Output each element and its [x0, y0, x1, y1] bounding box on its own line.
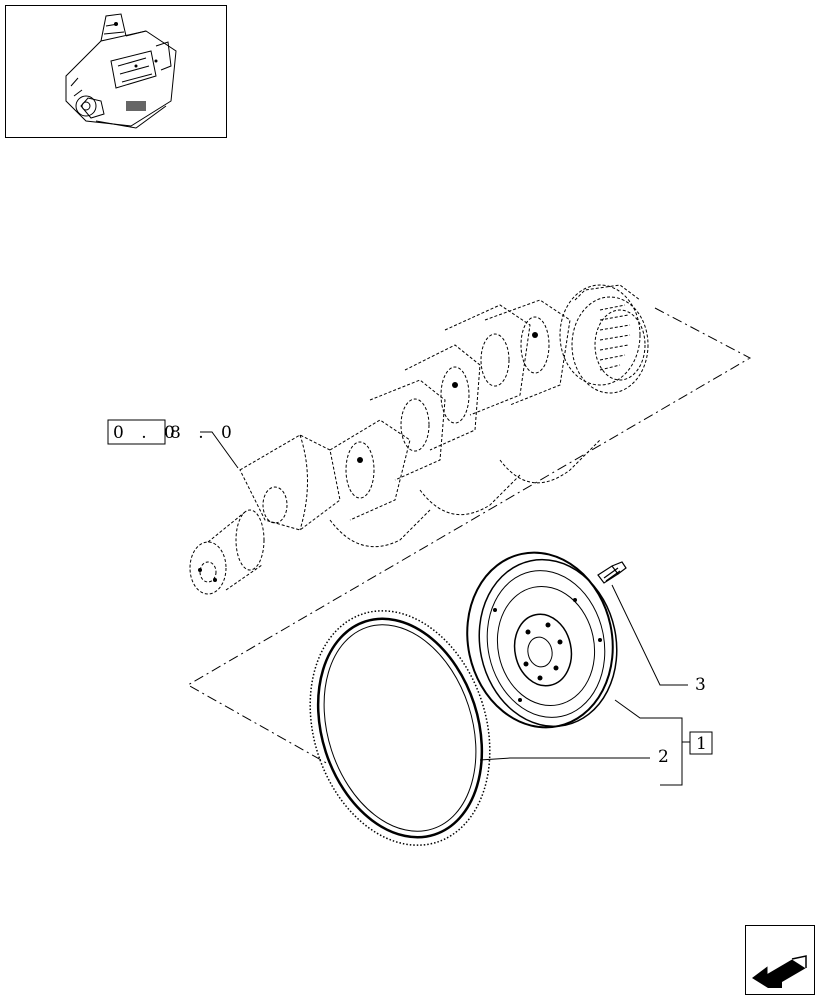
engine-thumbnail-icon [65, 13, 177, 129]
flywheel [466, 551, 618, 729]
assembly-axis-lines [186, 307, 752, 766]
flywheel-bolt [597, 561, 627, 584]
leader-lines [479, 584, 690, 786]
next-page-button[interactable] [745, 925, 815, 995]
callout-part-1-box[interactable]: 1 [689, 731, 713, 755]
ring-gear [309, 610, 491, 846]
crankshaft-reference [189, 284, 649, 595]
callout-part-2[interactable]: 2 [658, 747, 669, 767]
callout-part-1: 1 [696, 734, 707, 754]
crankshaft-oil-holes [198, 332, 538, 582]
flywheel-bolt-holes [493, 598, 602, 702]
reference-label-text: 0 . 0 [113, 423, 181, 443]
reference-leader-line [200, 431, 239, 469]
engine-thumbnail [5, 5, 227, 138]
next-page-arrow-icon [752, 955, 807, 988]
callout-part-3[interactable]: 3 [695, 675, 706, 695]
reference-label-suffix: 8 . 0 [170, 423, 238, 443]
